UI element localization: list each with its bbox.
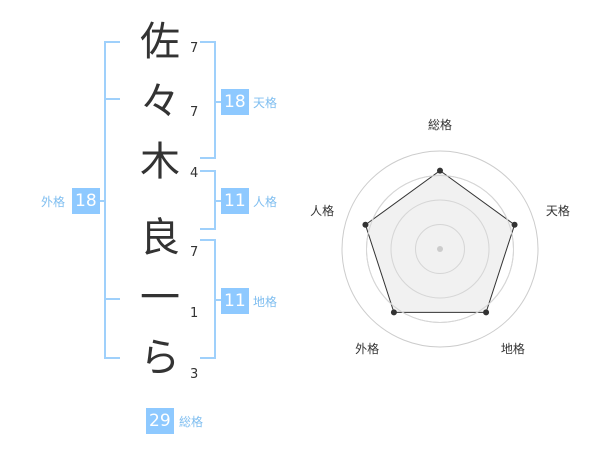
tenkaku-label: 天格 xyxy=(253,96,278,110)
tenkaku-connector xyxy=(214,101,222,103)
radar-point-1 xyxy=(437,167,443,174)
radar-center-dot xyxy=(437,246,443,252)
name-char-1: 佐 xyxy=(140,19,180,65)
tenkaku-value-badge: 18 xyxy=(221,89,249,115)
name-char-6: ら xyxy=(140,335,180,381)
jinkaku-connector xyxy=(214,200,222,202)
soukaku-label: 総格 xyxy=(179,415,204,429)
stroke-count-5: 1 xyxy=(190,306,199,321)
stroke-count-2: 7 xyxy=(190,105,199,120)
radar-point-4 xyxy=(390,309,397,316)
radar-series-polygon xyxy=(364,169,516,313)
chikaku-value-badge: 11 xyxy=(221,288,249,314)
gaikaku-value-badge: 18 xyxy=(72,188,100,214)
chikaku-label: 地格 xyxy=(253,295,278,309)
radar-ring-overlay-3 xyxy=(366,175,514,323)
jinkaku-value-badge: 11 xyxy=(221,188,249,214)
radar-axis-label-3: 地格 xyxy=(500,342,525,357)
name-char-5: 一 xyxy=(140,275,180,321)
radar-ring-overlay-2 xyxy=(390,199,490,299)
radar-axis-label-2: 天格 xyxy=(545,203,570,218)
tenkaku-bracket xyxy=(200,41,216,159)
name-char-3: 木 xyxy=(140,139,180,185)
radar-axis-label-5: 人格 xyxy=(310,203,335,218)
radar-axis-label-4: 外格 xyxy=(355,342,380,357)
radar-ring-overlay-1 xyxy=(415,224,465,274)
soukaku-value-badge: 29 xyxy=(146,408,174,434)
radar-point-3 xyxy=(483,309,490,316)
jinkaku-label: 人格 xyxy=(253,195,278,209)
gaikaku-bracket-tick-bottom xyxy=(104,298,120,300)
name-char-2: 々 xyxy=(140,79,180,125)
stroke-count-4: 7 xyxy=(190,245,199,260)
chikaku-connector xyxy=(214,299,222,301)
gaikaku-connector xyxy=(98,200,106,202)
gaikaku-bracket-tick-top xyxy=(104,98,120,100)
radar-point-2 xyxy=(511,221,518,228)
name-char-4: 良 xyxy=(140,215,180,261)
stroke-count-6: 3 xyxy=(190,367,199,382)
radar-axis-label-1: 総格 xyxy=(428,118,453,132)
stroke-count-3: 4 xyxy=(190,166,199,181)
stroke-count-1: 7 xyxy=(190,41,199,56)
radar-point-5 xyxy=(362,221,369,228)
gaikaku-label: 外格 xyxy=(41,195,66,209)
